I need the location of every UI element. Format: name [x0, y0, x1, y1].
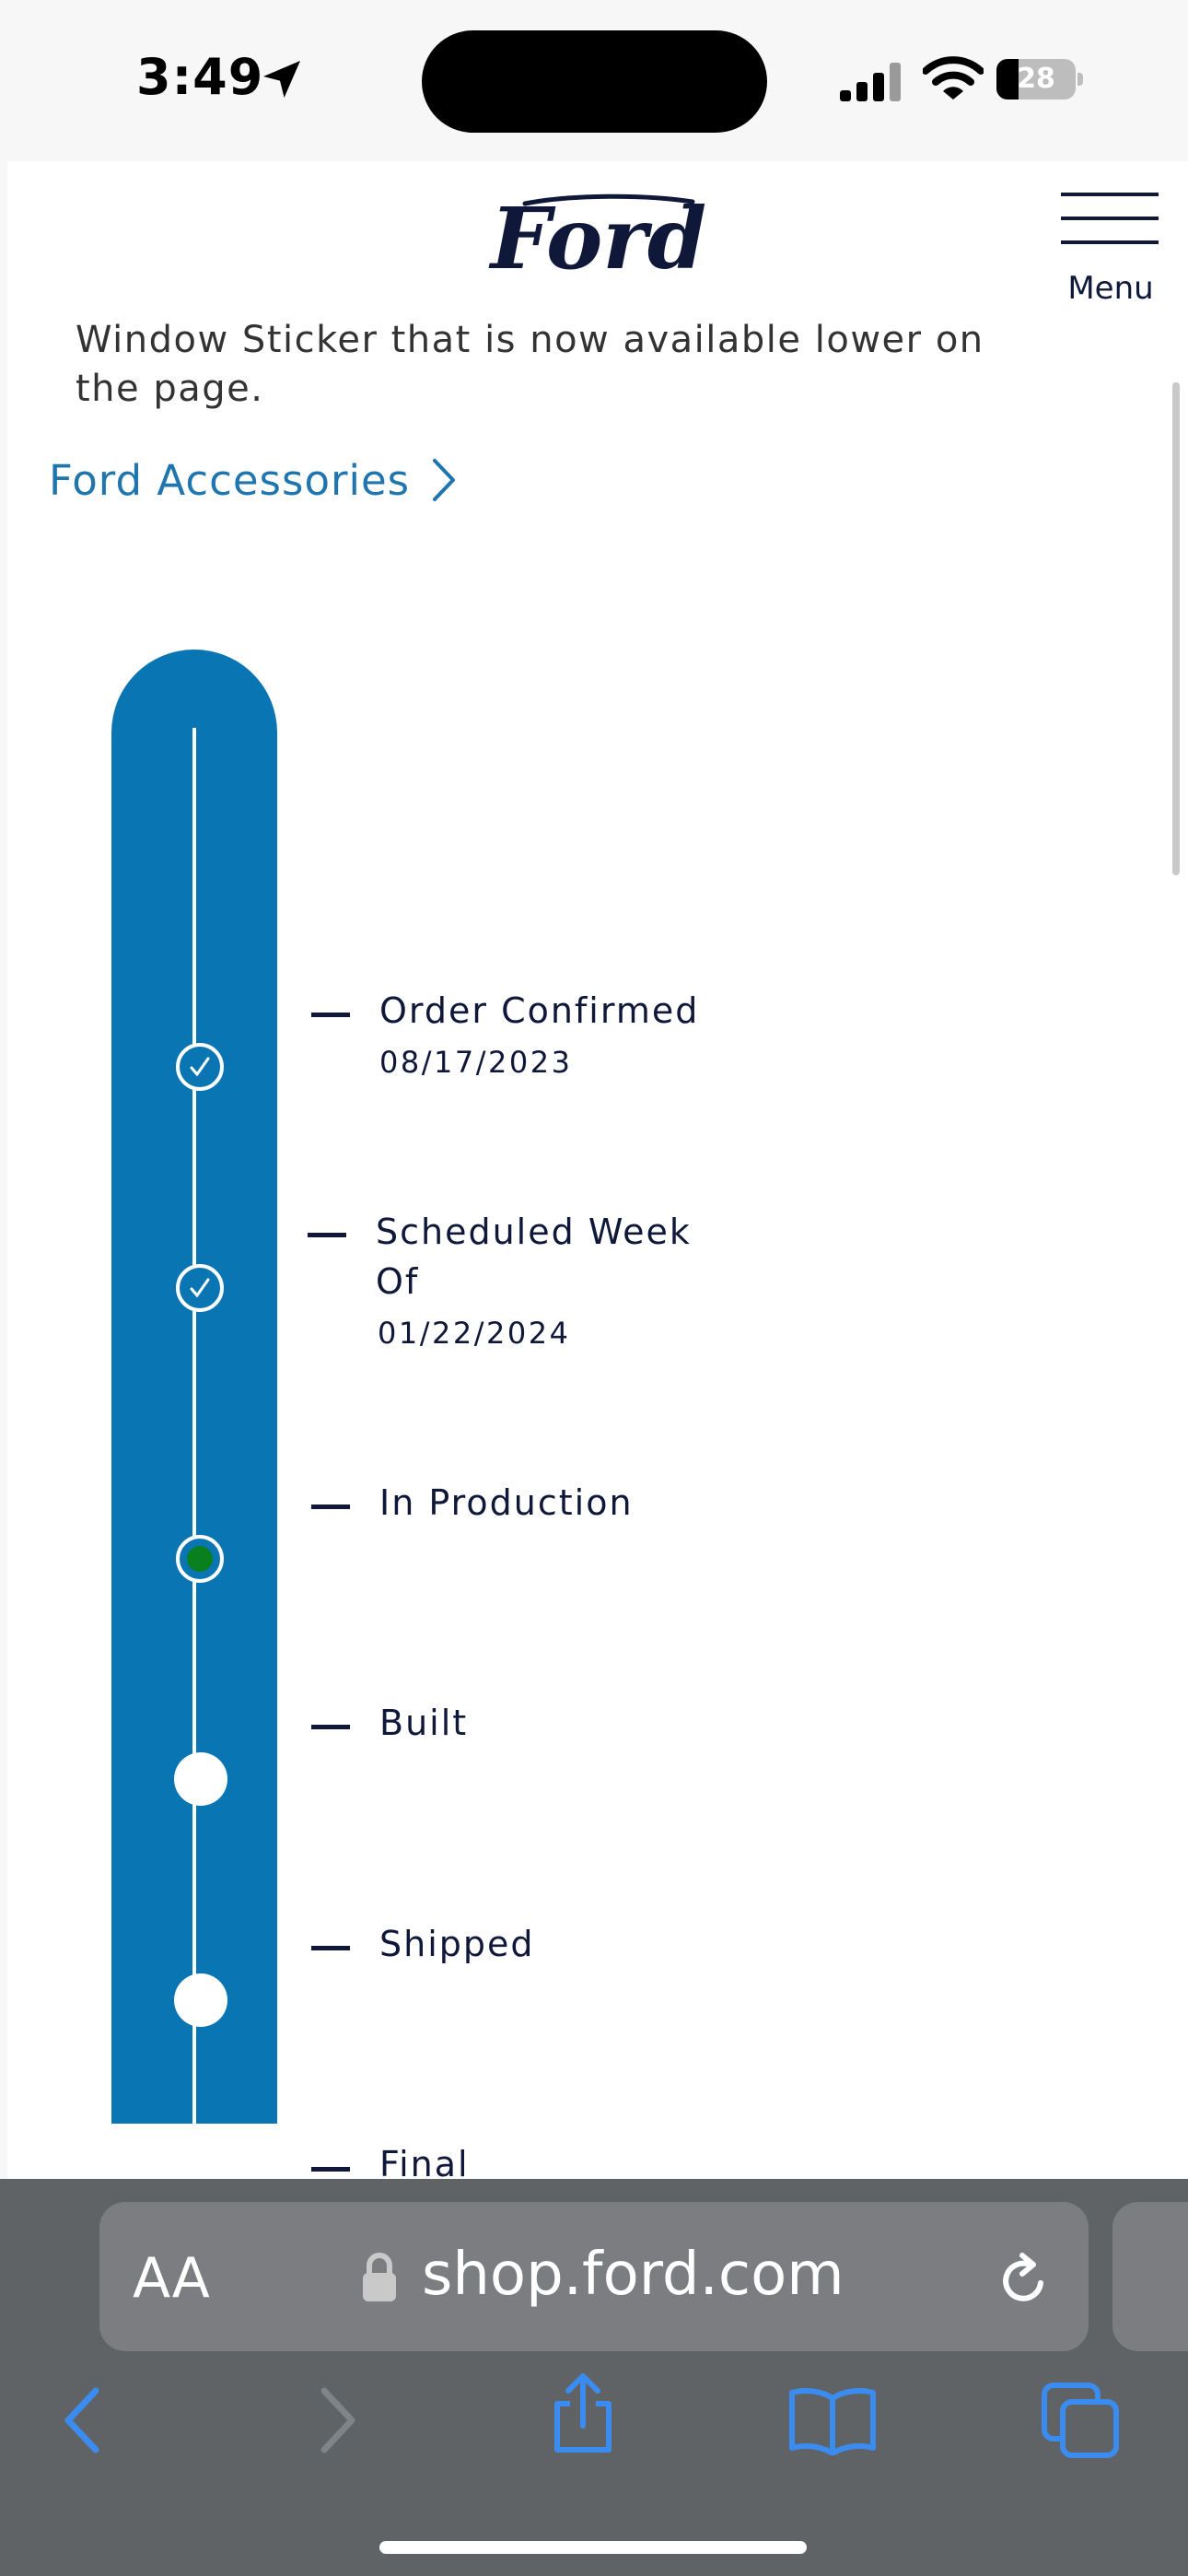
tabs-icon[interactable] [1041, 2382, 1124, 2459]
forward-chevron-icon[interactable] [309, 2383, 365, 2457]
bookmarks-icon[interactable] [788, 2385, 877, 2455]
chevron-right-icon [433, 459, 456, 501]
menu-icon-line-middle [1061, 217, 1159, 220]
status-time: 3:49 [136, 48, 264, 106]
step-dash [311, 1013, 350, 1017]
reader-settings-button[interactable]: AA [133, 2246, 210, 2311]
reload-icon[interactable] [995, 2250, 1054, 2309]
wifi-icon [923, 56, 984, 100]
step-dash [308, 1233, 346, 1237]
address-bar[interactable]: AA shop.ford.com [99, 2202, 1089, 2351]
step-node-order-confirmed [176, 1043, 224, 1091]
step-dash [311, 1946, 350, 1950]
step-dash [311, 2167, 350, 2172]
checkmark-icon [190, 1057, 210, 1077]
battery-indicator: 28 [996, 59, 1083, 100]
step-node-in-production [176, 1535, 224, 1583]
step-label-scheduled-week: Scheduled Week Of [376, 1212, 692, 1302]
battery-fill [996, 59, 1019, 100]
order-tracker-line [192, 728, 196, 2165]
menu-button[interactable]: Menu [1054, 191, 1164, 307]
step-date-order-confirmed: 08/17/2023 [379, 1045, 573, 1080]
step-date-scheduled-week: 01/22/2024 [378, 1316, 571, 1351]
menu-label: Menu [1067, 270, 1154, 307]
battery-body: 28 [996, 59, 1076, 100]
dynamic-island [422, 30, 767, 133]
back-chevron-icon[interactable] [55, 2383, 111, 2457]
battery-cap [1077, 73, 1083, 86]
ford-accessories-link[interactable]: Ford Accessories [49, 452, 458, 508]
ford-logo-text: Ford [488, 193, 706, 288]
ford-accessories-label: Ford Accessories [49, 455, 411, 505]
share-icon[interactable] [546, 2372, 620, 2455]
step-node-built [174, 1752, 227, 1806]
browser-toolbar: AA shop.ford.com [0, 2179, 1188, 2576]
step-label-built: Built [379, 1703, 469, 1743]
step-label-order-confirmed: Order Confirmed [379, 990, 700, 1031]
battery-level: 28 [1017, 63, 1055, 95]
status-bar: 3:49 28 [0, 0, 1188, 161]
step-dash [311, 1505, 350, 1509]
step-node-shipped [174, 1973, 227, 2027]
ford-logo[interactable]: Ford [479, 193, 720, 290]
home-indicator [379, 2541, 807, 2554]
location-arrow-icon [263, 61, 300, 98]
menu-icon-line-bottom [1061, 240, 1159, 244]
cellular-signal-icon [840, 63, 901, 101]
menu-icon-line-top [1061, 193, 1159, 196]
page-scrollbar[interactable] [1172, 382, 1180, 875]
step-dash [311, 1725, 350, 1729]
window-sticker-text: Window Sticker that is now available low… [76, 319, 984, 410]
checkmark-icon [190, 1278, 210, 1298]
lock-icon [363, 2253, 396, 2301]
step-label-shipped: Shipped [379, 1924, 535, 1964]
next-tab-preview[interactable] [1112, 2202, 1188, 2351]
step-label-final: Final [379, 2144, 470, 2184]
url-display[interactable]: shop.ford.com [422, 2241, 844, 2309]
current-step-dot [187, 1546, 213, 1572]
step-label-in-production: In Production [379, 1482, 634, 1523]
step-node-scheduled-week [176, 1264, 224, 1312]
